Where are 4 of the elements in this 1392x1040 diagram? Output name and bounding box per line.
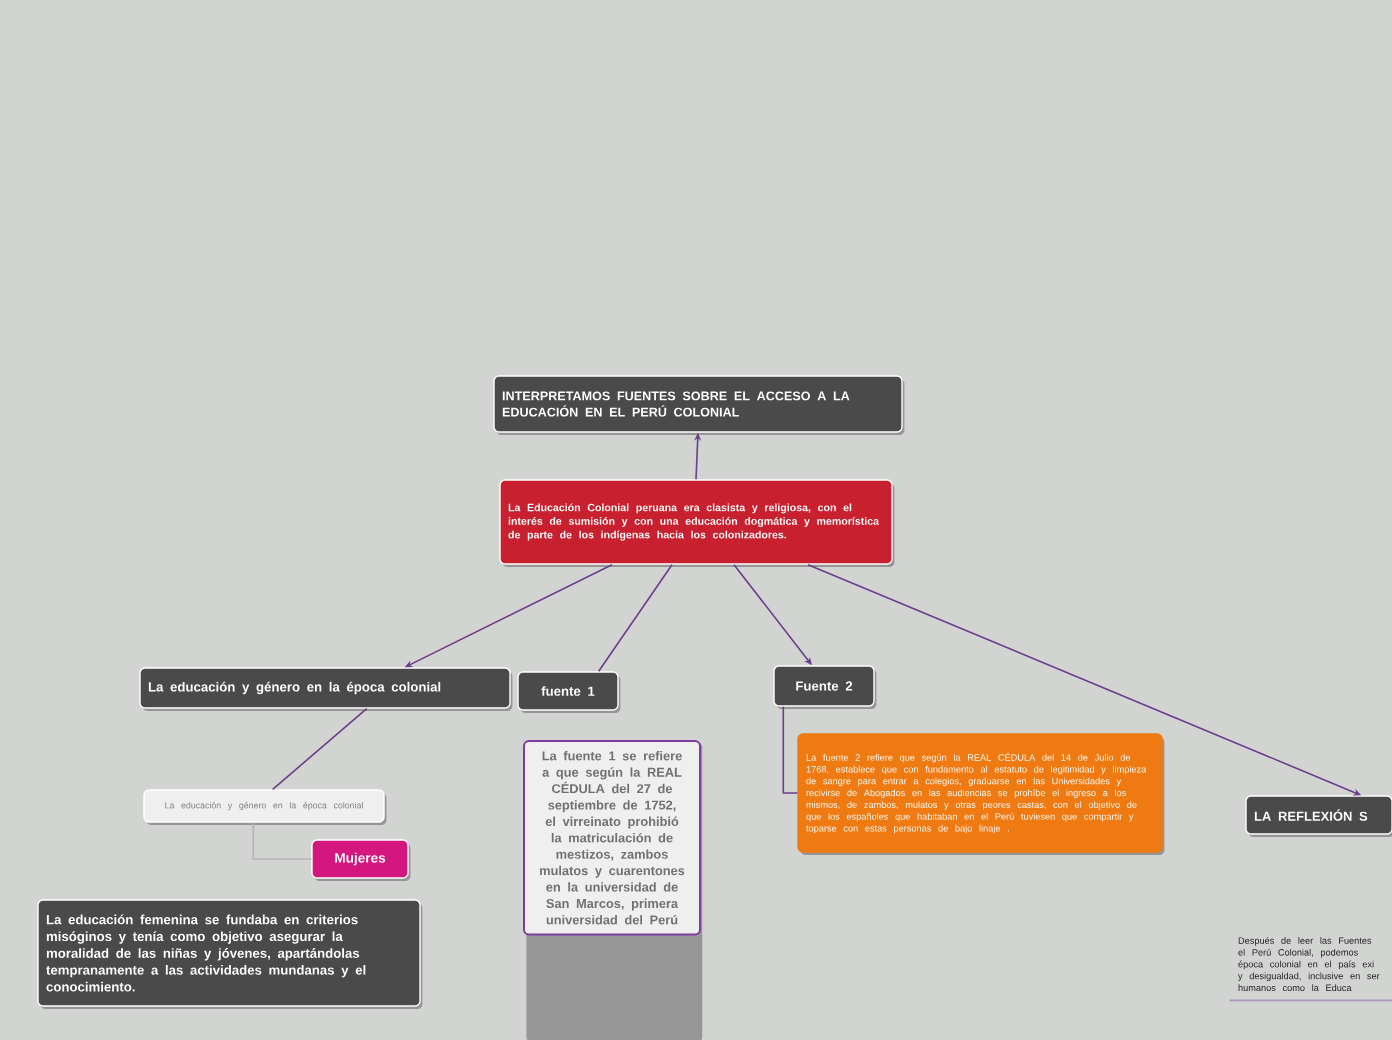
connector bbox=[782, 705, 799, 794]
connector bbox=[252, 821, 313, 860]
connector bbox=[271, 707, 368, 791]
connector bbox=[597, 563, 673, 673]
